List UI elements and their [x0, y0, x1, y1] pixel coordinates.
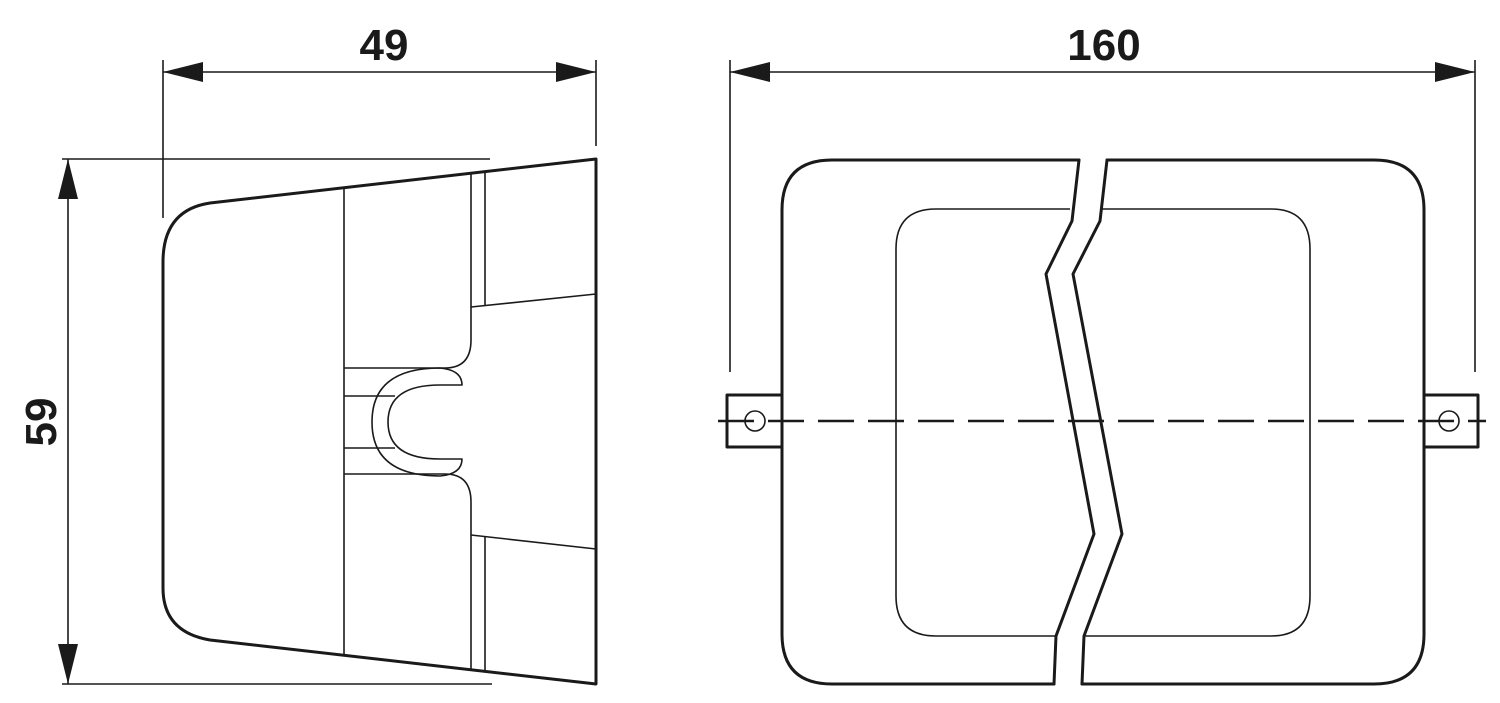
arrowhead-right	[1435, 62, 1475, 82]
inner-window-left	[895, 208, 1070, 637]
dimension-width-side: 49	[162, 21, 597, 218]
dimension-label-160: 160	[1067, 21, 1140, 70]
recess-lower-curve	[344, 473, 472, 535]
lower-step-line	[470, 534, 597, 550]
arrowhead-top	[58, 159, 78, 199]
dimension-width-front: 160	[729, 21, 1476, 372]
locking-clip	[371, 367, 463, 477]
recess-upper-curve	[344, 307, 472, 369]
arrowhead-left	[730, 62, 770, 82]
dimension-label-59: 59	[17, 398, 66, 447]
arrowhead-right	[556, 62, 596, 82]
break-line-left	[1044, 158, 1096, 686]
dimension-height-side: 59	[17, 158, 492, 685]
upper-step-line	[470, 293, 597, 308]
arrowhead-left	[163, 62, 203, 82]
arrowhead-bottom	[58, 644, 78, 684]
front-view: 160	[718, 21, 1486, 686]
dimension-label-49: 49	[360, 21, 409, 70]
housing-outline-side	[161, 157, 598, 686]
side-view: 49 59	[17, 21, 598, 686]
break-line-right	[1071, 158, 1124, 686]
inner-window-right	[1084, 208, 1311, 637]
